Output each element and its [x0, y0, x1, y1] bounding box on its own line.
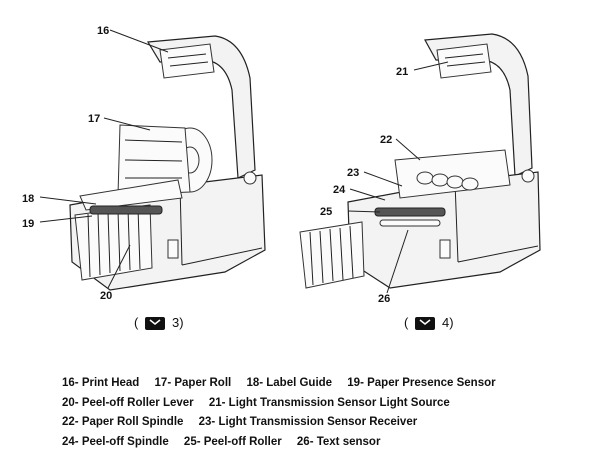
- legend-row: 16- Print Head 17- Paper Roll 18- Label …: [62, 374, 582, 394]
- legend-row: 22- Paper Roll Spindle 23- Light Transmi…: [62, 413, 582, 433]
- svg-text:(: (: [404, 315, 409, 330]
- figure-3-printer: [40, 30, 265, 290]
- callout-18: 18: [22, 193, 34, 205]
- legend-item: 22- Paper Roll Spindle: [62, 413, 183, 433]
- legend-row: 24- Peel-off Spindle 25- Peel-off Roller…: [62, 433, 582, 452]
- figure-4-printer: [300, 34, 540, 293]
- callout-20: 20: [100, 290, 112, 302]
- figure-3-caption-text: 3): [172, 315, 184, 330]
- legend-item: 24- Peel-off Spindle: [62, 433, 169, 452]
- printer-diagrams: 16 17 18 19 20 ( 3): [0, 0, 600, 350]
- callout-21: 21: [396, 66, 408, 78]
- legend-item: 21- Light Transmission Sensor Light Sour…: [209, 394, 450, 414]
- callout-23: 23: [347, 167, 359, 179]
- callout-17: 17: [88, 113, 100, 125]
- figure-4-caption-text: 4): [442, 315, 454, 330]
- parts-legend: 16- Print Head 17- Paper Roll 18- Label …: [62, 374, 582, 452]
- legend-item: 18- Label Guide: [246, 374, 332, 394]
- legend-item: 23- Light Transmission Sensor Receiver: [199, 413, 418, 433]
- callout-25: 25: [320, 206, 332, 218]
- svg-text:(: (: [134, 315, 139, 330]
- legend-item: 17- Paper Roll: [155, 374, 232, 394]
- callout-26: 26: [378, 293, 390, 305]
- legend-item: 25- Peel-off Roller: [184, 433, 282, 452]
- legend-item: 20- Peel-off Roller Lever: [62, 394, 194, 414]
- callout-19: 19: [22, 218, 34, 230]
- legend-item: 26- Text sensor: [297, 433, 381, 452]
- figure-4-caption: ( 4): [404, 315, 454, 330]
- figure-3-caption: ( 3): [134, 315, 184, 330]
- callout-22: 22: [380, 134, 392, 146]
- callout-24: 24: [333, 184, 346, 196]
- legend-item: 16- Print Head: [62, 374, 139, 394]
- legend-row: 20- Peel-off Roller Lever 21- Light Tran…: [62, 394, 582, 414]
- callout-16: 16: [97, 25, 109, 37]
- legend-item: 19- Paper Presence Sensor: [347, 374, 495, 394]
